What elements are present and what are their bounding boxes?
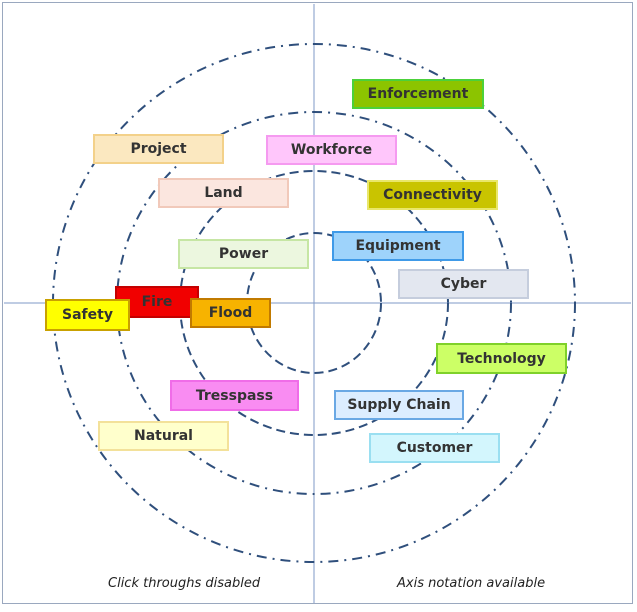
technology-box[interactable]: Technology [436,343,567,374]
caption-left: Click throughs disabled [108,576,261,591]
customer-box[interactable]: Customer [369,433,500,463]
caption-right: Axis notation available [397,576,546,591]
project-box[interactable]: Project [93,134,224,164]
ring-second [179,170,449,436]
connectivity-box[interactable]: Connectivity [367,180,498,210]
power-box[interactable]: Power [178,239,309,269]
land-box[interactable]: Land [158,178,289,208]
equipment-box[interactable]: Equipment [332,231,464,261]
diagram-frame [2,2,633,604]
flood-box[interactable]: Flood [190,298,271,328]
workforce-box[interactable]: Workforce [266,135,397,165]
safety-box[interactable]: Safety [45,299,130,331]
enforcement-box[interactable]: Enforcement [352,79,484,109]
supply-chain-box[interactable]: Supply Chain [334,390,464,420]
natural-box[interactable]: Natural [98,421,229,451]
cyber-box[interactable]: Cyber [398,269,529,299]
fire-box[interactable]: Fire [115,286,199,318]
tresspass-box[interactable]: Tresspass [170,380,299,411]
